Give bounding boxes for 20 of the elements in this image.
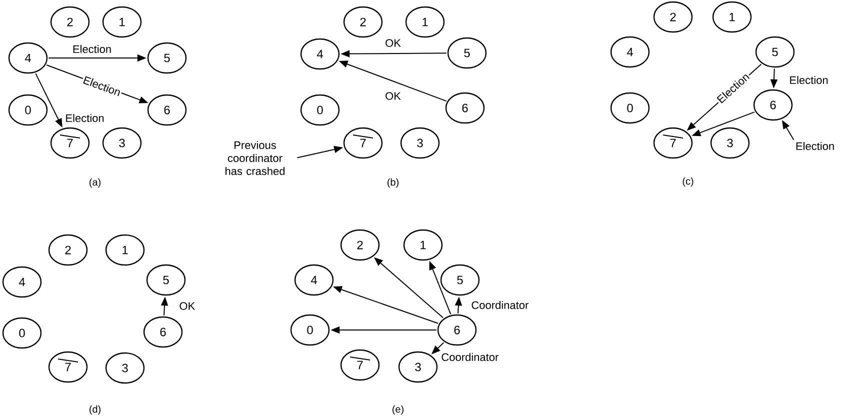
edge-label: Coordinator [440, 352, 500, 362]
edge-label: OK [178, 301, 196, 311]
edge-label: Election [796, 142, 834, 150]
edge-label: Election [788, 74, 830, 86]
panel-caption: (c) [682, 177, 694, 187]
crossed-out-node: 7 [48, 351, 88, 383]
crossed-out-node: 7 [653, 127, 693, 159]
edge-label: OK [384, 38, 402, 48]
panel-caption: (b) [388, 178, 398, 188]
edge-label: Coordinator [470, 300, 530, 310]
panel-caption: (d) [90, 405, 100, 415]
panel-caption: (a) [90, 178, 100, 188]
edge-label: Election [64, 112, 106, 124]
crossed-out-node: 7 [50, 127, 90, 159]
crossed-out-node: 7 [340, 349, 380, 381]
panel-caption: (e) [392, 405, 404, 415]
edge-label: OK [384, 91, 402, 101]
note-text: Previous coordinator has crashed [226, 140, 285, 176]
crossed-out-node: 7 [343, 127, 383, 159]
edge-label: Election [71, 44, 113, 54]
